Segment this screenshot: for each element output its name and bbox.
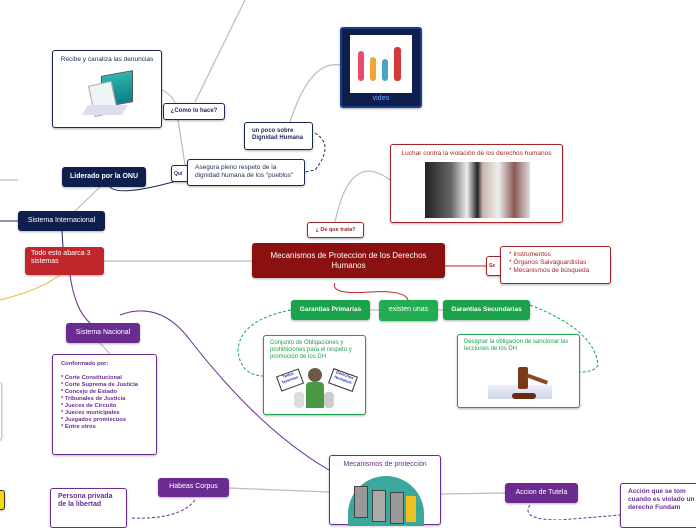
habeas-corpus-node[interactable]: Habeas Corpus <box>158 478 229 497</box>
how-label: ¿Como lo hace? <box>170 107 218 114</box>
member-item: * Entre otros <box>61 423 96 430</box>
ensures-dignity-node[interactable]: Asegura pleno respeto de la dignidad hum… <box>187 159 305 186</box>
primary-guarantees-node[interactable]: Garantias Primarias <box>291 300 370 320</box>
se-label: Se <box>489 263 496 269</box>
ensures-label: Asegura pleno respeto de la dignidad hum… <box>195 164 294 179</box>
member-item: * Corte Constitucional <box>61 374 122 381</box>
sign-right: Derechos Humanos <box>328 368 358 392</box>
dignity-node[interactable]: un poco sobre Dignidad Humana <box>244 122 313 150</box>
secondary-guarantees-label: Garantias Secundarias <box>451 306 522 314</box>
about-answer-label: Luchar contra la violación de los derech… <box>401 150 552 157</box>
gavel-image <box>488 363 552 401</box>
tutela-label: Accion de Tutela <box>515 488 568 496</box>
protest-cartoon-image: Todos Tenemos Derechos Humanos <box>275 368 358 410</box>
components-list: * Instrumentos * Órganos Salvaguardistas… <box>509 251 602 274</box>
receives-text: Recibe y canaliza las denuncias <box>60 56 154 63</box>
about-question-node[interactable]: ¿ De que trata? <box>307 222 364 238</box>
led-by-onu-node[interactable]: Liderado por la ONU <box>62 167 146 187</box>
tutela-node[interactable]: Accion de Tutela <box>505 483 578 503</box>
component-item: * Instrumentos <box>509 251 551 258</box>
exist-label: existen unas <box>388 306 429 314</box>
secondary-guarantees-node[interactable]: Garantias Secundarias <box>443 300 530 320</box>
sign-left: Todos Tenemos <box>275 368 305 392</box>
national-system-label: Sistema Nacional <box>75 328 131 336</box>
secondary-desc-node[interactable]: Designar la obligacion de sancionar las … <box>457 334 580 408</box>
partial-yellow-node[interactable] <box>0 490 5 510</box>
silenced-person-image <box>425 162 530 218</box>
national-members-list: * Corte Constitucional * Corte Suprema d… <box>61 375 148 431</box>
member-item: * Jueces de Circuito <box>61 402 117 409</box>
habeas-corpus-label: Habeas Corpus <box>169 483 218 491</box>
member-item: * Corte Suprema de Justicia <box>61 381 138 388</box>
receives-complaints-node[interactable]: Recibe y canaliza las denuncias <box>52 50 162 128</box>
laptop-document-image <box>82 70 135 118</box>
central-title: Mecanismos de Proteccion de los Derechos… <box>270 250 427 270</box>
video-label: video <box>372 94 390 102</box>
national-members-node[interactable]: Conformado por: * Corte Constitucional *… <box>52 354 157 455</box>
component-item: * Mecanismos de búsqueda <box>509 266 590 274</box>
who-label: Qui <box>174 171 183 177</box>
exist-node[interactable]: existen unas <box>379 300 438 321</box>
primary-desc-node[interactable]: Conjunto de Obligaciones y prohibiciones… <box>263 335 366 415</box>
tutela-desc-label: Acción que se tom cuando es violado un d… <box>628 488 695 511</box>
dignity-label: un poco sobre Dignidad Humana <box>252 128 304 142</box>
national-system-node[interactable]: Sistema Nacional <box>66 323 140 343</box>
led-by-label: Liderado por la ONU <box>69 172 139 180</box>
primary-desc-label: Conjunto de Obligaciones y prohibiciones… <box>270 340 352 361</box>
protection-mechanisms-node[interactable]: Mecanismos de protección <box>329 455 441 526</box>
partial-left-node[interactable] <box>0 382 2 440</box>
people-shields-image <box>348 476 424 526</box>
member-item: * Concejo de Estado <box>61 388 118 395</box>
todo-abarca-node[interactable]: Todo esto abarca 3 sistemas <box>25 247 104 275</box>
member-item: * Juzgados promiscuos <box>61 416 127 423</box>
components-node[interactable]: * Instrumentos * Órganos Salvaguardistas… <box>500 246 611 284</box>
international-system-label: Sistema Internacional <box>27 216 96 224</box>
about-question-label: ¿ De que trata? <box>315 226 356 233</box>
protection-title: Mecanismos de protección <box>343 461 427 468</box>
habeas-desc-label: Persona privada de la libertad <box>58 493 113 509</box>
component-item: * Órganos Salvaguardistas <box>509 258 587 266</box>
central-node[interactable]: Mecanismos de Proteccion de los Derechos… <box>252 243 445 278</box>
secondary-desc-label: Designar la obligacion de sancionar las … <box>464 339 569 353</box>
tutela-desc-node[interactable]: Acción que se tom cuando es violado un d… <box>620 483 696 528</box>
video-node[interactable]: video <box>340 27 422 108</box>
member-item: * Jueces municipales <box>61 409 120 416</box>
how-node[interactable]: ¿Como lo hace? <box>163 103 225 120</box>
international-system-node[interactable]: Sistema Internacional <box>18 211 105 231</box>
todo-label: Todo esto abarca 3 sistemas <box>31 250 91 266</box>
habeas-desc-node[interactable]: Persona privada de la libertad <box>50 488 127 528</box>
member-item: * Tribunales de Justicia <box>61 395 126 402</box>
about-answer-node[interactable]: Luchar contra la violación de los derech… <box>390 144 563 223</box>
national-heading: Conformado por: <box>61 361 109 367</box>
primary-guarantees-label: Garantias Primarias <box>299 306 362 314</box>
video-thumbnail <box>350 35 412 93</box>
